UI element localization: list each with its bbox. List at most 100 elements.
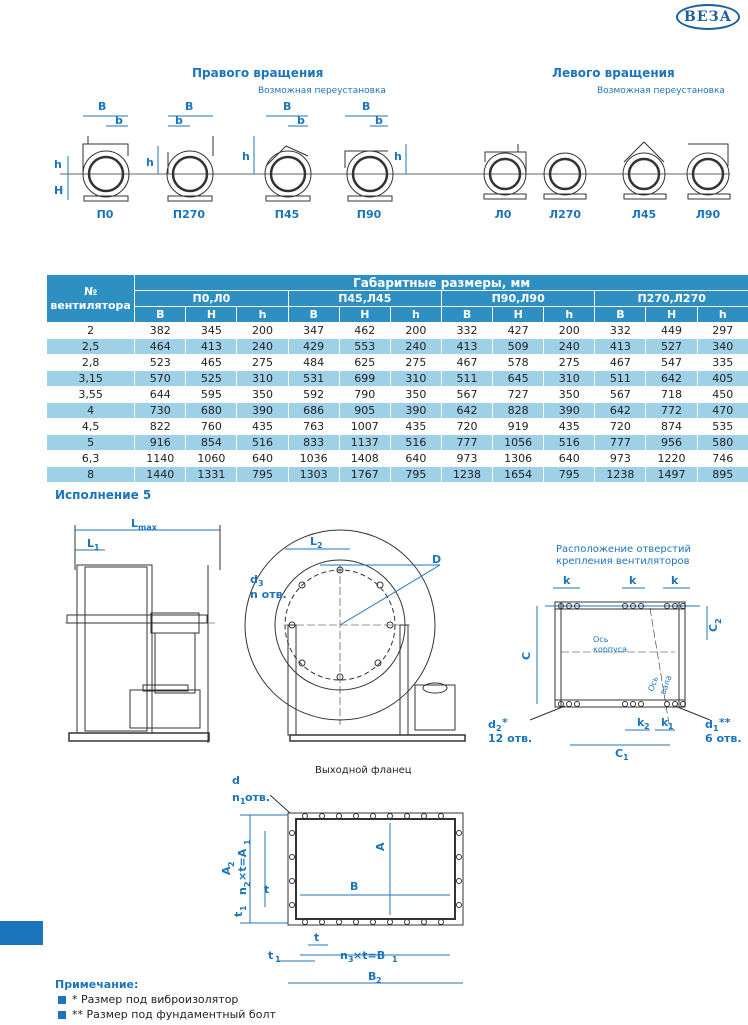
bullet-square-icon [58,1011,66,1019]
dimension-cell: 527 [645,338,698,355]
dim-label-flange-n2-sub: 2 [243,881,252,887]
dim-label-d2: d [488,718,496,731]
fan-number-cell: 2,5 [45,338,136,355]
dimension-cell: 718 [645,386,698,403]
fan-label-l90: Л90 [695,208,721,221]
dimension-cell: 350 [236,386,289,403]
veza-logo: ВЕЗА [676,4,740,30]
dimension-cell: 625 [338,354,391,371]
dimension-cell: 465 [185,354,238,371]
dimension-cell: 240 [389,338,442,355]
dimension-cell: 516 [543,434,596,451]
dimension-cell: 570 [134,370,187,387]
dimension-cell: 640 [543,450,596,467]
dimension-cell: 1440 [134,466,187,483]
axis-shaft-label-1: Ось [646,675,660,693]
bullet-square-icon [58,996,66,1004]
dimension-cell: 240 [236,338,289,355]
dim-label-k2-sub: 2 [644,722,650,731]
dim-label-h-1: h [54,158,62,171]
header-config-p90: П90,Л90 [440,290,596,307]
dimension-cell: 1140 [134,450,187,467]
dimension-cell: 413 [185,338,238,355]
dim-label-flange-n3-eq-sub: 1 [392,955,398,964]
dim-label-B-2: B [185,100,193,113]
dimension-cell: 833 [287,434,340,451]
fan-label-p90: П90 [356,208,382,221]
dimension-cell: 746 [696,450,748,467]
dim-label-flange-A2: A [220,866,233,875]
dim-label-C: C [520,652,533,660]
left-rotation-heading: Левого вращения [552,66,675,80]
dim-label-h-3: h [242,150,250,163]
dimension-cell: 645 [492,370,545,387]
dimension-cell: 1056 [492,434,545,451]
dim-label-k-2: k [629,574,637,587]
fan-number-cell: 5 [45,434,136,451]
dimension-cell: 350 [543,386,596,403]
dim-label-b-2: b [175,114,183,127]
dimension-cell: 854 [185,434,238,451]
dimension-cell: 874 [645,418,698,435]
dim-label-b-1: b [115,114,123,127]
dim-label-d2-holes: 12 отв. [488,732,532,745]
dimension-cell: 450 [696,386,748,403]
dim-label-l2: L [310,535,317,548]
dimension-cell: 382 [134,322,187,339]
dimension-cell: 310 [236,370,289,387]
dimension-cell: 1303 [287,466,340,483]
fan-l0-drawing [483,144,527,200]
dimension-cell: 772 [645,402,698,419]
dim-label-flange-d: d [232,775,240,787]
fan-number-cell: 2 [45,322,136,339]
flange-title: Выходной фланец [315,765,412,776]
fan-number-cell: 2,8 [45,354,136,371]
dim-label-d2-star: * [502,716,508,729]
dimension-cell: 578 [492,354,545,371]
dim-label-flange-n2-eq-sub: 1 [243,839,252,845]
fan-p0-drawing [82,115,130,202]
fan-label-p45: П45 [274,208,300,221]
dimension-cell: 642 [440,402,494,419]
dimension-cell: 905 [338,402,391,419]
dim-label-C2-sub: 2 [714,618,723,624]
subheader-h: H [645,306,698,323]
dim-label-flange-t1-vert: t [232,912,245,917]
dimension-cell: 553 [338,338,391,355]
dim-label-k-3: k [671,574,679,587]
dimension-cell: 275 [543,354,596,371]
subheader-b: B [134,306,187,323]
dimension-cell: 1007 [338,418,391,435]
subheader-b: B [594,306,647,323]
right-rotation-heading: Правого вращения [192,66,324,80]
dim-label-h-2: h [146,156,154,169]
dimension-cell: 345 [185,322,238,339]
dim-label-C1-sub: 1 [623,753,629,760]
dim-label-flange-n2: n [236,887,249,895]
fan-label-p0: П0 [96,208,114,221]
dimension-cell: 516 [389,434,442,451]
dim-label-k2: k [637,716,645,729]
subheader-h: h [696,306,748,323]
dimension-cell: 1331 [185,466,238,483]
dimension-cell: 730 [134,402,187,419]
dimension-cell: 720 [440,418,494,435]
dimension-cell: 435 [389,418,442,435]
header-fan-number: № вентилятора [45,274,136,323]
dimension-cell: 720 [594,418,647,435]
dimension-cell: 240 [543,338,596,355]
dimension-cell: 547 [645,354,698,371]
dim-label-flange-n1-suffix: отв. [245,791,270,804]
fan-l45-drawing [622,141,667,200]
dim-label-lmax-sub: max [138,523,158,532]
dimension-cell: 763 [287,418,340,435]
fan-l270-drawing [543,152,587,200]
dimension-cell: 516 [236,434,289,451]
dimension-cell: 567 [594,386,647,403]
dim-label-flange-n1-sub: 1 [240,797,246,806]
fan-number-cell: 6,3 [45,450,136,467]
dimension-cell: 347 [287,322,340,339]
